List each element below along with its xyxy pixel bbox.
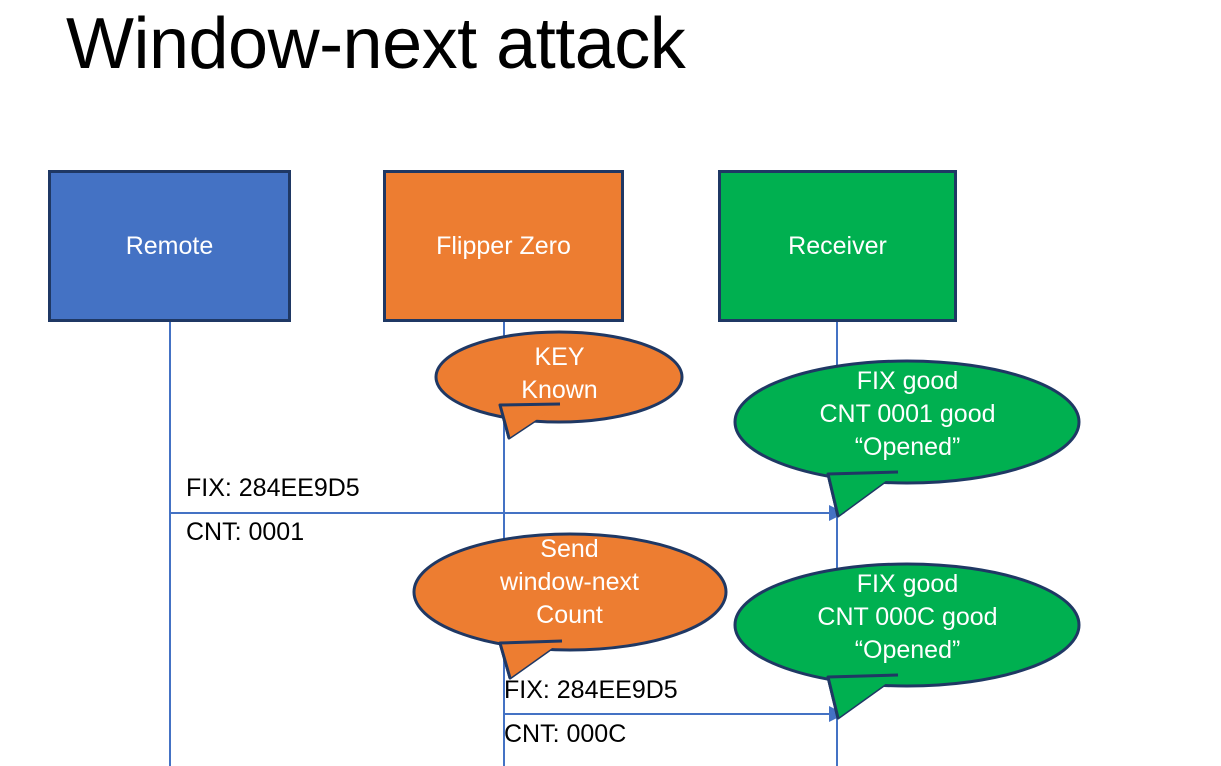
actor-box-receiver[interactable]: Receiver [718, 170, 957, 322]
page-title: Window-next attack [66, 4, 686, 84]
callout-send-window-next [412, 532, 728, 680]
actor-label-receiver: Receiver [788, 232, 887, 260]
actor-box-remote[interactable]: Remote [48, 170, 291, 322]
actor-label-flipper-zero: Flipper Zero [436, 232, 571, 260]
message-2-cnt-label: CNT: 000C [504, 720, 627, 748]
actor-label-remote: Remote [125, 232, 214, 260]
callout-receiver-accept-1 [733, 359, 1081, 518]
callout-key-known [434, 330, 684, 440]
callout-receiver-accept-2 [733, 562, 1081, 720]
actor-box-flipper-zero[interactable]: Flipper Zero [383, 170, 624, 322]
message-2-fix-label: FIX: 284EE9D5 [504, 676, 678, 704]
message-1-fix-label: FIX: 284EE9D5 [186, 474, 360, 502]
message-1-cnt-label: CNT: 0001 [186, 518, 305, 546]
